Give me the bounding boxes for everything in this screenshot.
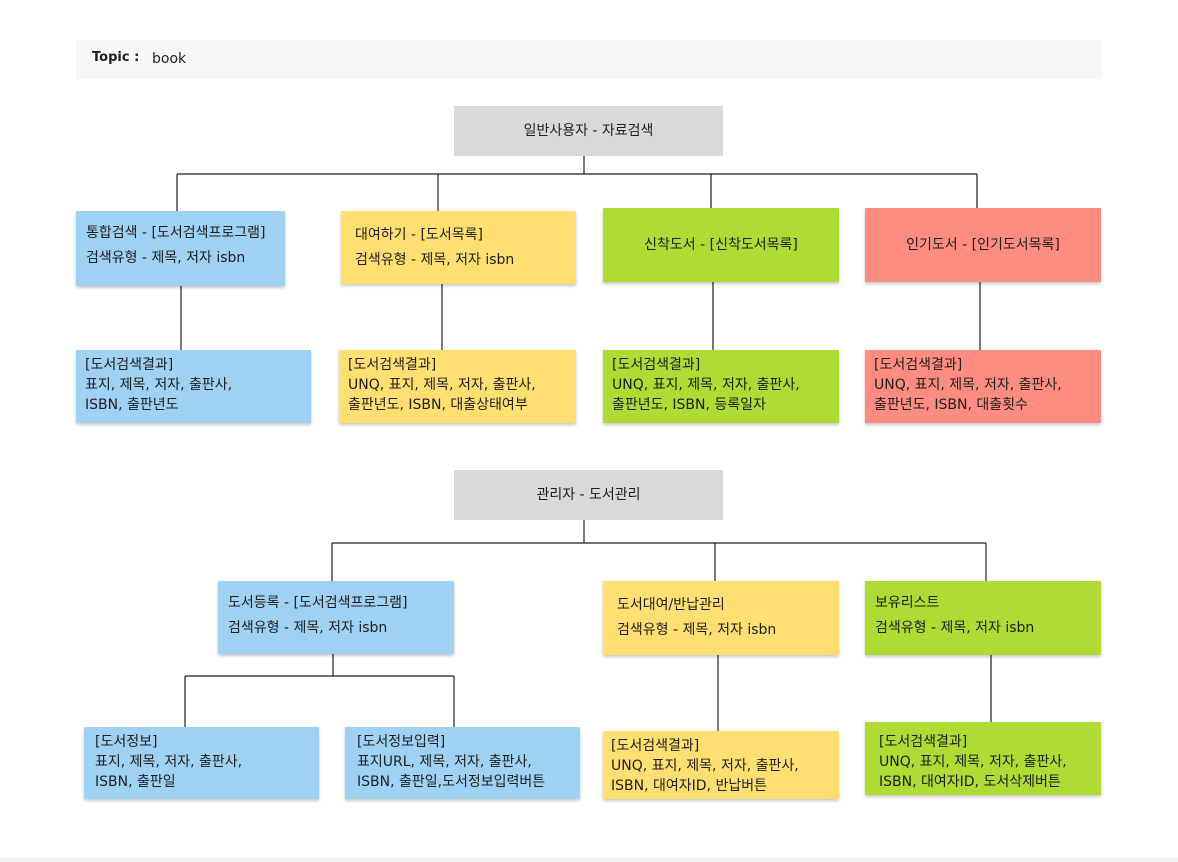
result-line: ISBN, 대여자ID, 도서삭제버튼 — [879, 774, 1061, 790]
integrated-search-result-node: [도서검색결과] 표지, 제목, 저자, 출판사, ISBN, 출판년도 — [76, 350, 311, 423]
result-line: UNQ, 표지, 제목, 저자, 출판사, — [348, 377, 536, 393]
result-line: [도서정보] — [95, 734, 158, 750]
popular-books-node: 인기도서 - [인기도서목록] — [865, 208, 1101, 282]
integrated-search-title: 통합검색 - [도서검색프로그램] — [86, 225, 266, 241]
rental-return-subtitle: 검색유형 - 제목, 저자 isbn — [617, 622, 777, 638]
result-line: ISBN, 출판년도 — [85, 397, 179, 413]
integrated-search-subtitle: 검색유형 - 제목, 저자 isbn — [86, 250, 246, 266]
holdings-list-result-node: [도서검색결과] UNQ, 표지, 제목, 저자, 출판사, ISBN, 대여자… — [865, 722, 1101, 795]
integrated-search-node: 통합검색 - [도서검색프로그램] 검색유형 - 제목, 저자 isbn — [76, 211, 285, 286]
result-line: [도서검색결과] — [85, 357, 174, 373]
book-register-subtitle: 검색유형 - 제목, 저자 isbn — [228, 620, 388, 636]
result-line: 출판년도, ISBN, 대출상태여부 — [348, 397, 528, 413]
rental-result-node: [도서검색결과] UNQ, 표지, 제목, 저자, 출판사, 출판년도, ISB… — [339, 350, 576, 423]
result-line: [도서검색결과] — [611, 738, 700, 754]
result-line: [도서검색결과] — [348, 357, 437, 373]
new-books-result-node: [도서검색결과] UNQ, 표지, 제목, 저자, 출판사, 출판년도, ISB… — [603, 350, 839, 423]
new-books-title: 신착도서 - [신착도서목록] — [644, 237, 798, 253]
rental-return-title: 도서대여/반납관리 — [617, 597, 725, 613]
topic-value: book — [152, 51, 187, 67]
holdings-list-title: 보유리스트 — [875, 595, 940, 611]
result-line: UNQ, 표지, 제목, 저자, 출판사, — [611, 758, 799, 774]
result-line: 표지URL, 제목, 저자, 출판사, — [357, 754, 532, 770]
result-line: 출판년도, ISBN, 대출횟수 — [874, 397, 1028, 413]
holdings-list-subtitle: 검색유형 - 제목, 저자 isbn — [875, 620, 1035, 636]
rental-return-result-node: [도서검색결과] UNQ, 표지, 제목, 저자, 출판사, ISBN, 대여자… — [603, 731, 839, 799]
result-line: ISBN, 대여자ID, 반납버튼 — [611, 778, 767, 794]
result-line: UNQ, 표지, 제목, 저자, 출판사, — [874, 377, 1062, 393]
admin-root-node: 관리자 - 도서관리 — [454, 470, 723, 520]
popular-books-result-node: [도서검색결과] UNQ, 표지, 제목, 저자, 출판사, 출판년도, ISB… — [865, 350, 1101, 423]
result-line: [도서검색결과] — [874, 357, 963, 373]
topic-bar: Topic : book — [76, 40, 1102, 79]
holdings-list-node: 보유리스트 검색유형 - 제목, 저자 isbn — [865, 581, 1101, 655]
topic-label: Topic : — [92, 50, 140, 65]
result-line: 표지, 제목, 저자, 출판사, — [95, 754, 243, 770]
result-line: 출판년도, ISBN, 등록일자 — [612, 397, 766, 413]
result-line: UNQ, 표지, 제목, 저자, 출판사, — [612, 377, 800, 393]
rental-subtitle: 검색유형 - 제목, 저자 isbn — [355, 252, 515, 268]
result-line: [도서정보입력] — [357, 734, 446, 750]
result-line: UNQ, 표지, 제목, 저자, 출판사, — [879, 754, 1067, 770]
book-register-title: 도서등록 - [도서검색프로그램] — [228, 595, 408, 611]
user-root-label: 일반사용자 - 자료검색 — [523, 123, 654, 139]
admin-root-label: 관리자 - 도서관리 — [536, 487, 641, 503]
book-register-node: 도서등록 - [도서검색프로그램] 검색유형 - 제목, 저자 isbn — [218, 581, 454, 654]
popular-books-title: 인기도서 - [인기도서목록] — [906, 237, 1060, 253]
bottom-divider — [0, 858, 1178, 862]
new-books-node: 신착도서 - [신착도서목록] — [603, 208, 839, 282]
book-info-input-result-node: [도서정보입력] 표지URL, 제목, 저자, 출판사, ISBN, 출판일,도… — [345, 727, 580, 799]
rental-title: 대여하기 - [도서목록] — [355, 227, 483, 243]
rental-return-node: 도서대여/반납관리 검색유형 - 제목, 저자 isbn — [603, 581, 839, 655]
result-line: [도서검색결과] — [879, 734, 968, 750]
result-line: [도서검색결과] — [612, 357, 701, 373]
result-line: ISBN, 출판일 — [95, 774, 176, 790]
book-info-result-node: [도서정보] 표지, 제목, 저자, 출판사, ISBN, 출판일 — [84, 727, 319, 799]
result-line: ISBN, 출판일,도서정보입력버튼 — [357, 774, 546, 790]
user-root-node: 일반사용자 - 자료검색 — [454, 106, 723, 156]
rental-node: 대여하기 - [도서목록] 검색유형 - 제목, 저자 isbn — [341, 211, 576, 284]
result-line: 표지, 제목, 저자, 출판사, — [85, 377, 233, 393]
